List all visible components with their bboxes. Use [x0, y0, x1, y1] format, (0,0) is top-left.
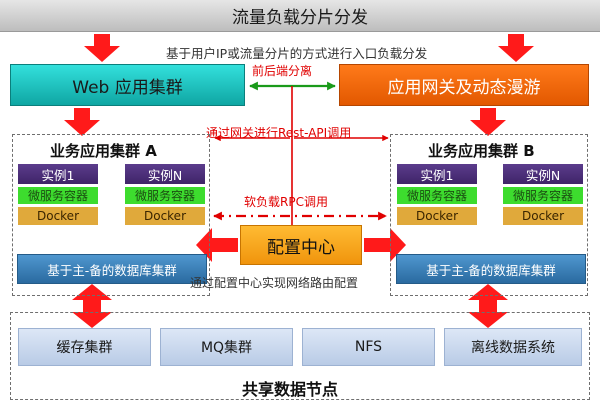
cluster-b-service-1: 微服务容器 — [397, 187, 477, 204]
service-label: 微服务容器 — [406, 189, 467, 203]
arrow-down-to-cluster-b — [470, 108, 506, 136]
cluster-b — [390, 134, 588, 296]
cluster-b-title: 业务应用集群 B — [428, 142, 535, 160]
service-label: 微服务容器 — [134, 189, 195, 203]
shared-node-cache[interactable]: 缓存集群 — [18, 328, 151, 366]
arrow-down-to-gateway — [498, 34, 534, 62]
instance-label: 实例N — [147, 167, 183, 183]
cluster-a-database[interactable]: 基于主-备的数据库集群 — [17, 254, 207, 284]
config-center[interactable]: 配置中心 — [240, 225, 362, 265]
config-arrow-right — [364, 228, 406, 262]
config-arrow-left — [196, 228, 238, 262]
shared-title: 共享数据节点 — [242, 380, 339, 399]
cluster-a-service-1: 微服务容器 — [18, 187, 98, 204]
service-label: 微服务容器 — [27, 189, 88, 203]
node-label: NFS — [354, 339, 383, 355]
separation-note: 前后端分离 — [252, 64, 313, 78]
cluster-b-database[interactable]: 基于主-备的数据库集群 — [396, 254, 586, 284]
cluster-a-title: 业务应用集群 A — [50, 142, 157, 160]
rpc-note: 软负载RPC调用 — [244, 195, 328, 209]
cluster-b-instance-1[interactable]: 实例1 — [397, 164, 477, 184]
database-label: 基于主-备的数据库集群 — [426, 262, 556, 278]
shared-node-mq[interactable]: MQ集群 — [160, 328, 293, 366]
header-title: 流量负载分片分发 — [232, 8, 368, 28]
docker-label: Docker — [36, 209, 80, 223]
web-cluster-label: Web 应用集群 — [72, 77, 183, 98]
docker-label: Docker — [143, 209, 187, 223]
cluster-a-instance-1[interactable]: 实例1 — [18, 164, 98, 184]
docker-label: Docker — [521, 209, 565, 223]
cluster-a-docker-n: Docker — [125, 207, 205, 225]
cluster-a-instance-n[interactable]: 实例N — [125, 164, 205, 184]
docker-label: Docker — [415, 209, 459, 223]
routing-note: 通过配置中心实现网络路由配置 — [190, 276, 359, 290]
cluster-a-docker-1: Docker — [18, 207, 98, 225]
config-center-label: 配置中心 — [267, 237, 335, 258]
gateway[interactable]: 应用网关及动态漫游 — [339, 64, 589, 106]
cluster-a — [12, 134, 210, 296]
traffic-distribution-header: 流量负载分片分发 — [0, 0, 600, 32]
cluster-b-instance-n[interactable]: 实例N — [503, 164, 583, 184]
service-label: 微服务容器 — [512, 189, 573, 203]
cluster-b-docker-1: Docker — [397, 207, 477, 225]
shared-data-nodes — [10, 312, 590, 400]
instance-label: 实例1 — [420, 167, 454, 183]
shared-node-nfs[interactable]: NFS — [302, 328, 435, 366]
web-cluster[interactable]: Web 应用集群 — [10, 64, 245, 106]
gateway-label: 应用网关及动态漫游 — [387, 77, 541, 98]
node-label: MQ集群 — [200, 340, 253, 356]
rest-api-note: 通过网关进行Rest-API调用 — [206, 126, 352, 140]
instance-label: 实例1 — [41, 167, 75, 183]
arrow-down-to-web — [84, 34, 120, 62]
cluster-b-docker-n: Docker — [503, 207, 583, 225]
entry-note: 基于用户IP或流量分片的方式进行入口负载分发 — [166, 46, 428, 61]
instance-label: 实例N — [525, 167, 561, 183]
node-label: 缓存集群 — [56, 340, 113, 356]
cluster-a-service-n: 微服务容器 — [125, 187, 205, 204]
shared-node-offline[interactable]: 离线数据系统 — [444, 328, 582, 366]
database-label: 基于主-备的数据库集群 — [47, 262, 177, 278]
node-label: 离线数据系统 — [471, 340, 555, 356]
arrow-down-to-cluster-a — [64, 108, 100, 136]
cluster-b-service-n: 微服务容器 — [503, 187, 583, 204]
